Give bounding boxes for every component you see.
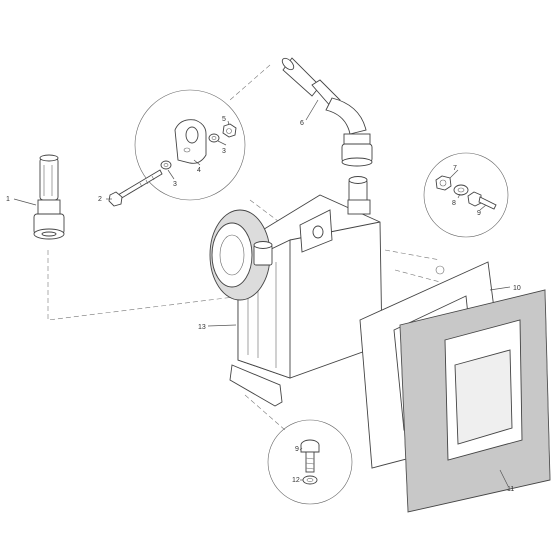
leader-lines — [13, 99, 511, 487]
callout-2: 2 — [98, 196, 102, 203]
parts-7-8-9-fasteners — [435, 175, 497, 210]
callout-10: 10 — [513, 285, 521, 292]
callout-13: 13 — [198, 324, 206, 331]
part-1-straight-fitting — [33, 154, 65, 240]
callout-1: 1 — [6, 196, 10, 203]
part-13-cooler-body — [209, 176, 383, 407]
part-4-bracket — [174, 119, 207, 164]
part-11-filter-frame — [399, 289, 551, 513]
detail-circle-bolt-upper — [423, 152, 509, 238]
callout-4: 4 — [197, 167, 201, 174]
callout-12: 12 — [292, 477, 300, 484]
callout-labels: 1 2 3 3 4 5 6 7 8 9 9 10 11 12 13 — [6, 116, 521, 493]
parts-9-12-lower-fasteners — [300, 439, 320, 485]
callout-6: 6 — [300, 120, 304, 127]
callout-3b: 3 — [222, 148, 226, 155]
part-6-elbow-hose — [281, 57, 373, 167]
callout-9b: 9 — [295, 446, 299, 453]
callout-7: 7 — [453, 165, 457, 172]
callout-11: 11 — [507, 486, 514, 493]
detail-circle-bolt-lower — [267, 419, 353, 505]
callout-5: 5 — [222, 116, 226, 123]
part-5-nut — [222, 123, 237, 138]
part-2-bolt — [108, 169, 163, 207]
detail-circle-bracket — [134, 89, 246, 201]
callout-8: 8 — [452, 200, 456, 207]
part-3-washers — [160, 133, 220, 170]
callout-9a: 9 — [477, 210, 481, 217]
callout-3a: 3 — [173, 181, 177, 188]
